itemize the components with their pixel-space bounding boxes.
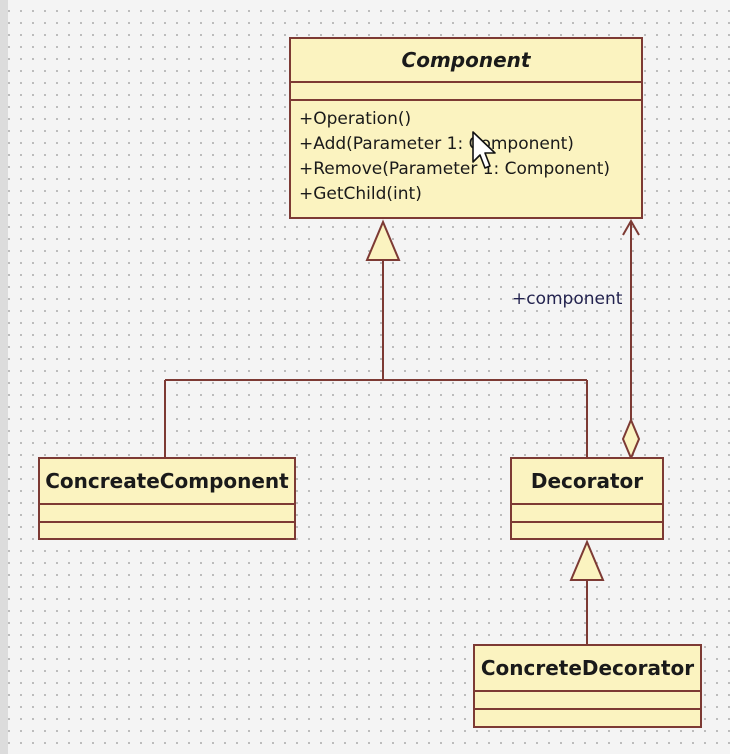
operation-item: +Remove(Parameter 1: Component) [299,159,610,179]
operations-compartment [475,708,700,726]
class-component[interactable]: Component +Operation() +Add(Parameter 1:… [289,37,643,219]
decorator-inheritance-triangle [569,539,605,581]
class-name: Decorator [530,469,644,493]
window-frame-edge [0,0,8,754]
class-name: ConcreateComponent [45,469,289,493]
association-role-label[interactable]: +component [512,289,623,309]
operations-compartment [40,521,294,539]
navigation-arrowhead [622,218,640,236]
class-decorator[interactable]: Decorator [510,457,664,540]
attributes-compartment [475,690,700,708]
aggregation-diamond [621,417,641,461]
class-concrete-component[interactable]: ConcreateComponent [38,457,296,540]
operations-compartment: +Operation() +Add(Parameter 1: Component… [291,99,641,207]
inheritance-triangle [365,219,401,261]
class-name: ConcreteDecorator [480,656,695,680]
operations-compartment [512,521,662,539]
attributes-compartment [512,503,662,521]
operation-item: +GetChild(int) [299,184,422,204]
mouse-pointer-icon [472,131,496,169]
class-concrete-decorator[interactable]: ConcreteDecorator [473,644,702,728]
operation-item: +Add(Parameter 1: Component) [299,134,574,154]
operation-item: +Operation() [299,109,412,129]
attributes-compartment [40,503,294,521]
attributes-compartment [291,81,641,99]
class-name: Component [401,48,531,72]
